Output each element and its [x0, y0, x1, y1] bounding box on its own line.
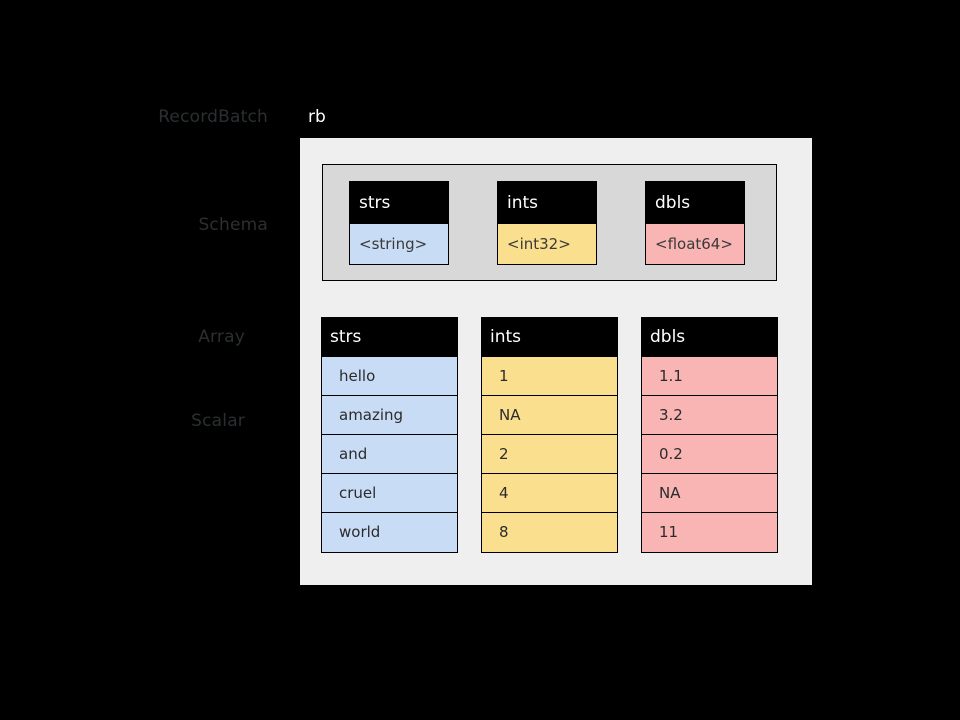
annotation-label-recordbatch: RecordBatch	[158, 107, 268, 127]
array-cell: 4	[482, 474, 617, 513]
array-column-body: 1.1 3.2 0.2 NA 11	[641, 357, 778, 553]
array-column-header: ints	[481, 317, 618, 357]
schema-field-name: ints	[498, 182, 596, 224]
array-cell: 1.1	[642, 357, 777, 396]
schema-field-name: dbls	[646, 182, 744, 224]
array-cell: amazing	[322, 396, 457, 435]
array-cell: hello	[322, 357, 457, 396]
array-cell: 11	[659, 523, 679, 541]
annotation-label-scalar: Scalar	[191, 411, 245, 431]
array-cell: 3.2	[642, 396, 777, 435]
schema-panel: strs <string> ints <int32> dbls <float64…	[322, 164, 777, 281]
schema-field-type: <string>	[350, 224, 448, 264]
array-cell: 1	[482, 357, 617, 396]
recordbatch-variable-label: rb	[308, 107, 326, 127]
array-column-header: dbls	[641, 317, 778, 357]
array-cell: world	[339, 523, 381, 541]
schema-field-type: <float64>	[646, 224, 744, 264]
array-column-body: hello amazing and cruel world	[321, 357, 458, 553]
schema-field-strs: strs <string>	[349, 181, 449, 265]
array-column-dbls: dbls 1.1 3.2 0.2 NA 11	[641, 317, 778, 553]
array-column-body: 1 NA 2 4 8	[481, 357, 618, 553]
array-cell: 0.2	[642, 435, 777, 474]
annotation-label-schema: Schema	[198, 215, 268, 235]
array-cell: and	[322, 435, 457, 474]
array-list: strs hello amazing and cruel world ints …	[321, 317, 778, 553]
array-column-header: strs	[321, 317, 458, 357]
schema-field-type: <int32>	[498, 224, 596, 264]
array-cell: 2	[482, 435, 617, 474]
array-cell: NA	[642, 474, 777, 513]
array-cell: cruel	[322, 474, 457, 513]
array-column-ints: ints 1 NA 2 4 8	[481, 317, 618, 553]
array-cell: NA	[482, 396, 617, 435]
schema-field-list: strs <string> ints <int32> dbls <float64…	[349, 181, 745, 265]
array-column-strs: strs hello amazing and cruel world	[321, 317, 458, 553]
array-cell: 8	[499, 523, 509, 541]
schema-field-name: strs	[350, 182, 448, 224]
recordbatch-container: strs <string> ints <int32> dbls <float64…	[300, 138, 812, 585]
schema-field-ints: ints <int32>	[497, 181, 597, 265]
schema-field-dbls: dbls <float64>	[645, 181, 745, 265]
annotation-label-array: Array	[198, 327, 245, 347]
